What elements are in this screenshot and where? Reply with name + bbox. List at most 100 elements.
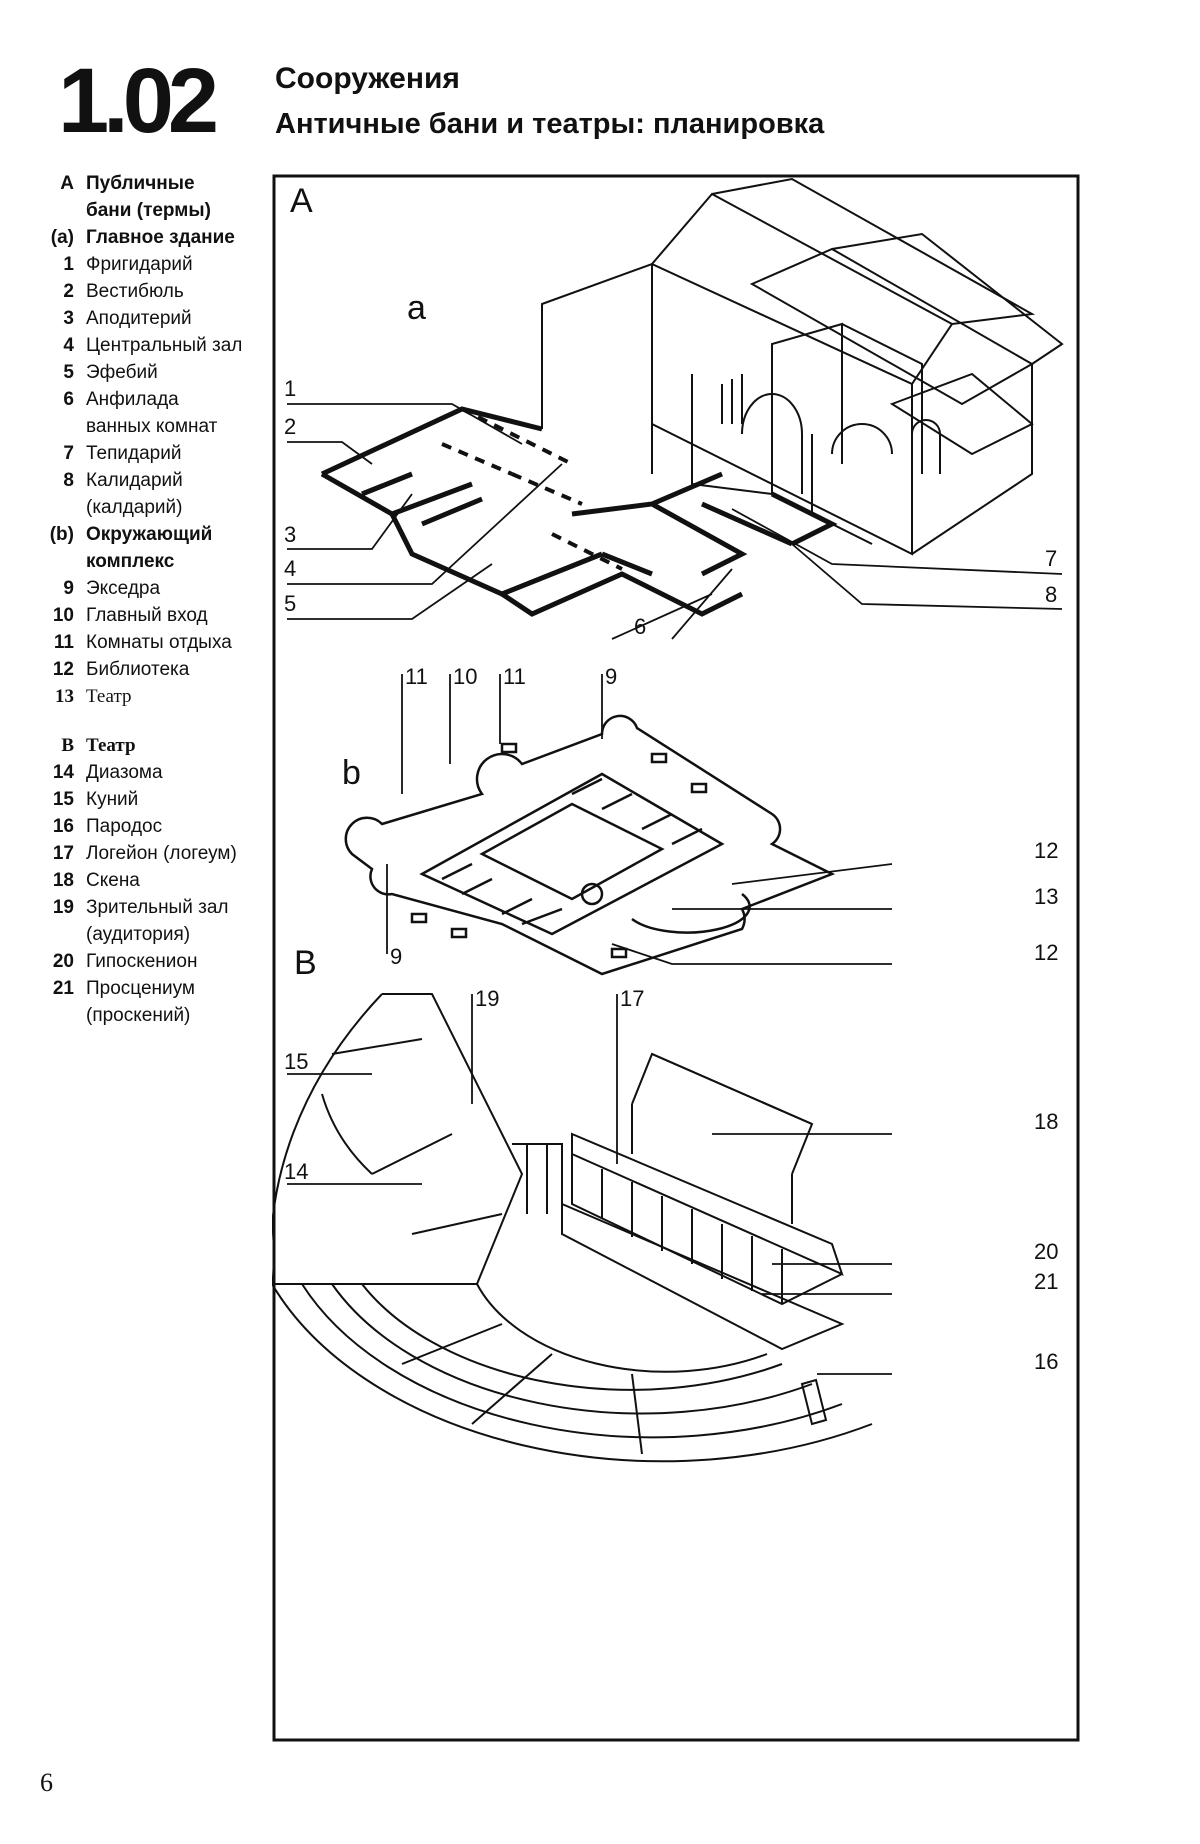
legend-item: 15Куний [36, 786, 266, 813]
legend-key: 16 [36, 813, 86, 840]
label-b: b [342, 754, 361, 792]
legend-text: Логейон (логеум) [86, 840, 266, 867]
legend-item: 17Логейон (логеум) [36, 840, 266, 867]
legend-item: (b)Окружающий комплекс [36, 521, 266, 575]
section-number: 1.02 [58, 55, 213, 147]
callout-5: 5 [284, 591, 296, 616]
callout-11a: 11 [405, 664, 428, 689]
legend-item: 9Экседра [36, 575, 266, 602]
page-title: Сооружения [275, 62, 460, 96]
legend-key: 14 [36, 759, 86, 786]
callout-6: 6 [634, 614, 646, 639]
legend-text: Театр [86, 732, 266, 759]
legend-key: 17 [36, 840, 86, 867]
legend: AПубличные бани (термы)(a)Главное здание… [36, 170, 266, 1029]
legend-key: 19 [36, 894, 86, 948]
legend-text: Аподитерий [86, 305, 266, 332]
callout-21: 21 [1034, 1269, 1058, 1294]
callout-2: 2 [284, 414, 296, 439]
legend-text: Диазома [86, 759, 266, 786]
legend-key: 12 [36, 656, 86, 683]
legend-item: 18Скена [36, 867, 266, 894]
page-number: 6 [40, 1768, 53, 1798]
legend-item: 2Вестибюль [36, 278, 266, 305]
legend-item: 10Главный вход [36, 602, 266, 629]
callout-9b: 9 [390, 944, 402, 969]
callout-9a: 9 [605, 664, 617, 689]
callout-8: 8 [1045, 582, 1057, 607]
legend-key: 6 [36, 386, 86, 440]
legend-text: Центральный зал [86, 332, 266, 359]
legend-key: A [36, 170, 86, 224]
legend-key: 11 [36, 629, 86, 656]
legend-key: 4 [36, 332, 86, 359]
leader-lines-theatre [287, 994, 892, 1374]
page-subtitle: Античные бани и театры: планировка [275, 108, 824, 141]
legend-text: Главный вход [86, 602, 266, 629]
legend-text: Просцениум (проскений) [86, 975, 266, 1029]
legend-text: Главное здание [86, 224, 266, 251]
legend-item: 20Гипоскенион [36, 948, 266, 975]
legend-key: 2 [36, 278, 86, 305]
callout-10: 10 [453, 664, 477, 689]
legend-item: 16Пародос [36, 813, 266, 840]
legend-text: Эфебий [86, 359, 266, 386]
legend-text: Театр [86, 683, 266, 710]
legend-key: 5 [36, 359, 86, 386]
legend-item: 5Эфебий [36, 359, 266, 386]
legend-text: Фригидарий [86, 251, 266, 278]
legend-gap [36, 710, 266, 732]
legend-key: (a) [36, 224, 86, 251]
callout-17: 17 [620, 986, 644, 1011]
theatre-drawing [272, 994, 872, 1461]
legend-text: Вестибюль [86, 278, 266, 305]
legend-key: 8 [36, 467, 86, 521]
legend-text: Зрительный зал (аудитория) [86, 894, 266, 948]
legend-item: 12Библиотека [36, 656, 266, 683]
legend-text: Скена [86, 867, 266, 894]
label-B: B [294, 944, 317, 982]
callout-12b: 12 [1034, 940, 1058, 965]
bath-complex-plan [346, 716, 832, 974]
bath-main-building [322, 179, 1062, 614]
legend-key: 7 [36, 440, 86, 467]
legend-key: (b) [36, 521, 86, 575]
legend-key: 3 [36, 305, 86, 332]
legend-item: 19Зрительный зал (аудитория) [36, 894, 266, 948]
callout-1: 1 [284, 376, 296, 401]
legend-key: B [36, 732, 86, 759]
callout-3: 3 [284, 522, 296, 547]
legend-item: 14Диазома [36, 759, 266, 786]
legend-key: 9 [36, 575, 86, 602]
callout-20: 20 [1034, 1239, 1058, 1264]
callout-16: 16 [1034, 1349, 1058, 1374]
legend-item: BТеатр [36, 732, 266, 759]
legend-item: 4Центральный зал [36, 332, 266, 359]
legend-item: AПубличные бани (термы) [36, 170, 266, 224]
illustration-frame: A a b B 1 2 3 4 5 6 7 8 11 10 11 9 12 13… [272, 174, 1080, 1742]
legend-key: 13 [36, 683, 86, 710]
legend-key: 1 [36, 251, 86, 278]
callout-7: 7 [1045, 546, 1057, 571]
legend-key: 15 [36, 786, 86, 813]
legend-key: 20 [36, 948, 86, 975]
callout-15: 15 [284, 1049, 308, 1074]
legend-key: 21 [36, 975, 86, 1029]
leader-lines-b [387, 674, 892, 964]
callout-11b: 11 [503, 664, 526, 689]
legend-text: Тепидарий [86, 440, 266, 467]
legend-text: Публичные бани (термы) [86, 170, 266, 224]
label-a: a [407, 289, 426, 327]
legend-text: Куний [86, 786, 266, 813]
legend-item: 8Калидарий (калдарий) [36, 467, 266, 521]
legend-text: Экседра [86, 575, 266, 602]
label-A: A [290, 182, 313, 220]
callout-14: 14 [284, 1159, 308, 1184]
legend-text: Библиотека [86, 656, 266, 683]
legend-text: Пародос [86, 813, 266, 840]
legend-text: Гипоскенион [86, 948, 266, 975]
legend-item: 11Комнаты отдыха [36, 629, 266, 656]
leader-lines-a [287, 404, 1062, 639]
callout-19: 19 [475, 986, 499, 1011]
legend-item: 7Тепидарий [36, 440, 266, 467]
